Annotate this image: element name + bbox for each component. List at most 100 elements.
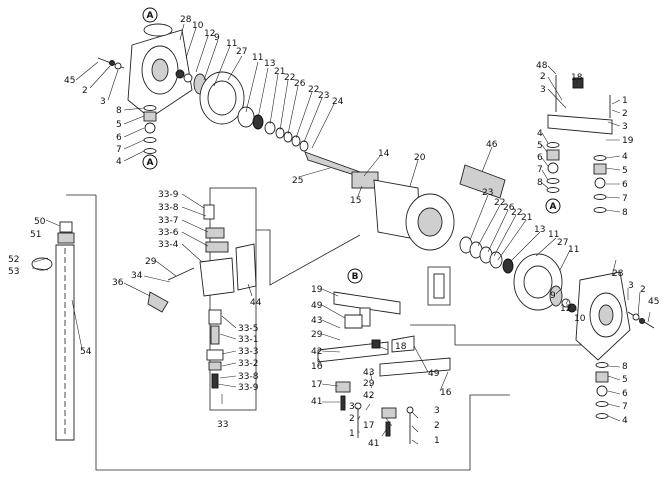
part-label: 8: [622, 208, 628, 218]
part-label: 33-8: [238, 372, 259, 382]
part-label: 52: [8, 255, 19, 265]
leaders-right-train: [469, 146, 571, 271]
part-label: 33-9: [238, 383, 259, 393]
part-label: 14: [378, 149, 390, 159]
part-label: 22: [511, 208, 522, 218]
air-valve-46: [459, 164, 506, 199]
screw-33-9: [203, 204, 215, 220]
foot-17-left: [335, 381, 351, 393]
part-label: 3: [100, 97, 106, 107]
ball-6-lower-right: [596, 385, 608, 397]
part-label: 6: [622, 389, 628, 399]
center-body-bore: [417, 207, 443, 237]
part-label: 4: [116, 157, 122, 167]
inset-box: [427, 266, 451, 306]
part-label: 11: [252, 53, 263, 63]
connection-line-lower: [95, 195, 510, 471]
seat-8-right: [593, 207, 607, 213]
part-label: 7: [537, 165, 543, 175]
part-label: 6: [537, 153, 543, 163]
plug-18-upper: [572, 77, 584, 89]
bushing-14: [351, 171, 379, 189]
oring-4-lower-right: [595, 413, 609, 419]
svg-text:B: B: [352, 272, 359, 282]
part-label: 4: [537, 129, 543, 139]
chamber-top-port: [143, 23, 173, 37]
washer-2-upper-left: [109, 60, 115, 66]
part-label: 33-9: [158, 190, 179, 200]
part-label: 9: [550, 291, 556, 301]
screw-33-9-lower: [211, 373, 219, 389]
diagram-geometry: [31, 23, 655, 471]
part-label: 1: [622, 96, 628, 106]
leaders-lower-b: [317, 288, 419, 445]
svg-text:A: A: [550, 202, 557, 212]
plate-13-upper: [252, 114, 264, 130]
leaders-left-stack: [75, 61, 145, 162]
ring-21-upper: [264, 121, 276, 135]
ball-6-right: [594, 177, 606, 189]
washer-10-upper: [175, 69, 185, 79]
part-label: 1: [349, 429, 355, 439]
part-label: 11: [568, 245, 579, 255]
part-label: 49: [311, 301, 323, 311]
plate-33-7: [205, 227, 225, 239]
part-label: 5: [116, 120, 122, 130]
part-label: 43: [311, 316, 322, 326]
part-label: 26: [294, 79, 306, 89]
part-label: 49: [428, 369, 440, 379]
part-label: 3: [628, 281, 634, 291]
bracket-49-right: [391, 335, 415, 353]
part-label: 24: [332, 97, 344, 107]
part-label: 27: [236, 47, 247, 57]
ball-6-upper: [144, 122, 156, 134]
part-label: 21: [274, 67, 285, 77]
part-label: 5: [537, 141, 543, 151]
part-label: 4: [622, 152, 628, 162]
part-label: 2: [540, 72, 546, 82]
part-label: 19: [622, 136, 634, 146]
part-label: 26: [503, 203, 515, 213]
part-labels: 28 10 12 9 11 27 11 13 21 22 26 22 23 24…: [8, 15, 659, 449]
ring-22b-upper: [291, 135, 301, 147]
diaphragm-27-inner: [207, 80, 237, 116]
leaders-upper-right: [541, 65, 621, 213]
nut-3-right: [632, 313, 640, 321]
leaders-tube: [31, 219, 83, 350]
ring-23-upper: [299, 140, 309, 152]
bolt-41-left: [340, 395, 346, 411]
part-label: 21: [521, 213, 532, 223]
part-label: 42: [311, 347, 322, 357]
leaders-upper: [179, 23, 419, 197]
part-label: 10: [192, 21, 204, 31]
part-label: 3: [349, 402, 355, 412]
plate-13-right: [502, 258, 514, 274]
svg-text:A: A: [147, 11, 154, 21]
part-label: 3: [434, 406, 440, 416]
part-label: 50: [34, 217, 46, 227]
part-label: 13: [534, 225, 545, 235]
part-label: 6: [116, 133, 122, 143]
plate-33-6: [205, 241, 229, 253]
part-label: 12: [204, 29, 215, 39]
nut-12-upper: [183, 73, 193, 83]
part-label: 29: [311, 330, 323, 340]
oring-7-upper: [143, 137, 157, 143]
diaphragm-11-upper: [237, 106, 255, 128]
plate-33-2: [208, 361, 222, 371]
part-label: 4: [622, 416, 628, 426]
chamber-bore-right: [598, 304, 614, 326]
part-label: 2: [434, 421, 440, 431]
oring-7-right: [593, 194, 607, 200]
part-label: 2: [82, 86, 88, 96]
ball-6-ur: [547, 162, 559, 174]
part-label: 17: [363, 421, 374, 431]
part-label: 54: [80, 347, 92, 357]
part-label: 23: [318, 91, 329, 101]
elbow-36: [147, 291, 169, 313]
oring-4-upper: [143, 148, 157, 154]
part-label: 51: [30, 230, 41, 240]
diaphragm-27-right-inner: [523, 265, 553, 299]
part-label: 33-5: [238, 324, 258, 334]
